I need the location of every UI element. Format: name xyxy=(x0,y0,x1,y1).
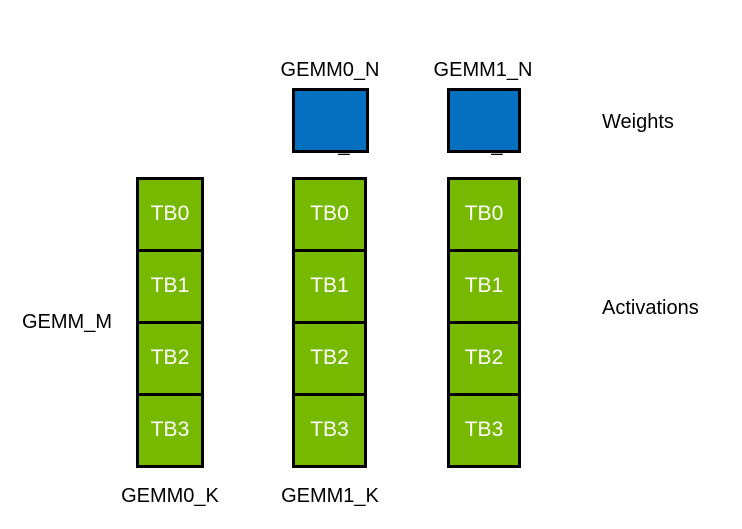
activation-cell-label: TB0 xyxy=(464,202,504,225)
activation-cell: TB0 xyxy=(292,177,367,252)
gemm1-n-header-line1: GEMM1_N xyxy=(433,59,533,81)
gemm1-activation-column: TB0 TB1 TB2 TB3 xyxy=(447,177,521,468)
activation-cell-label: TB1 xyxy=(150,274,190,297)
activation-cell: TB3 xyxy=(447,393,521,468)
activation-cell: TB0 xyxy=(136,177,204,252)
activation-cell: TB2 xyxy=(447,321,521,396)
activation-cell: TB0 xyxy=(447,177,521,252)
activation-cell-label: TB2 xyxy=(464,346,504,369)
gemm0-k-label: GEMM0_K xyxy=(121,485,219,507)
activation-cell-label: TB2 xyxy=(310,346,349,369)
activation-cell: TB1 xyxy=(136,249,204,324)
gemm-m-label: GEMM_M xyxy=(22,311,112,333)
activation-cell-label: TB3 xyxy=(310,418,349,441)
activation-cell: TB3 xyxy=(292,393,367,468)
activation-cell-label: TB3 xyxy=(464,418,504,441)
gemm-m-column: TB0 TB1 TB2 TB3 xyxy=(136,177,204,468)
activation-cell-label: TB1 xyxy=(464,274,504,297)
activation-cell: TB3 xyxy=(136,393,204,468)
activation-cell-label: TB3 xyxy=(150,418,190,441)
gemm1-weight-tile xyxy=(447,88,521,153)
activation-cell-label: TB2 xyxy=(150,346,190,369)
activations-label: Activations xyxy=(602,297,699,319)
activation-cell: TB1 xyxy=(447,249,521,324)
weights-label: Weights xyxy=(602,111,674,133)
activation-cell: TB2 xyxy=(136,321,204,396)
gemm0-activation-column: TB0 TB1 TB2 TB3 xyxy=(292,177,367,468)
activation-cell: TB1 xyxy=(292,249,367,324)
activation-cell-label: TB0 xyxy=(150,202,190,225)
gemm0-weight-tile xyxy=(292,88,369,153)
activation-cell: TB2 xyxy=(292,321,367,396)
activation-cell-label: TB0 xyxy=(310,202,349,225)
activation-cell-label: TB1 xyxy=(310,274,349,297)
gemm0-n-header-line1: GEMM0_N xyxy=(280,59,380,81)
gemm1-k-label: GEMM1_K xyxy=(281,485,379,507)
